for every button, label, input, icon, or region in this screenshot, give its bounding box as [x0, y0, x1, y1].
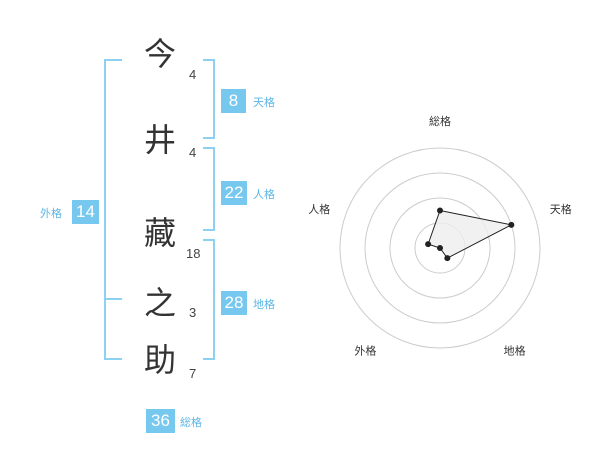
radar-point-3: [437, 245, 443, 251]
gaikaku-value-badge: 14: [72, 200, 99, 224]
tenkaku-label: 天格: [253, 96, 275, 109]
chikaku-bracket: [203, 239, 215, 360]
radar-point-1: [508, 221, 515, 228]
name-char-4: 之: [143, 284, 176, 322]
name-char-5: 助: [143, 341, 176, 379]
jinkaku-value-badge: 22: [221, 181, 247, 205]
radar-ring-3: [364, 172, 516, 324]
radar-ring-2: [389, 197, 491, 299]
jinkaku-label: 人格: [253, 188, 275, 201]
stroke-count-4: 3: [189, 305, 197, 320]
stroke-count-5: 7: [189, 366, 197, 381]
chikaku-value-badge: 28: [221, 291, 247, 315]
radar-point-2: [444, 255, 451, 262]
name-char-3: 藏: [143, 214, 176, 252]
gaikaku-bracket: [104, 59, 122, 360]
radar-axis-label-3: 外格: [354, 344, 376, 358]
radar-points: [425, 207, 515, 262]
radar-axis-label-2: 地格: [504, 344, 526, 358]
chikaku-label: 地格: [253, 298, 275, 311]
tenkaku-value-badge: 8: [221, 89, 246, 113]
soukaku-label: 総格: [180, 416, 202, 429]
radar-axis-label-1: 天格: [550, 202, 572, 216]
radar-point-0: [437, 207, 443, 214]
radar-point-4: [425, 241, 432, 248]
name-char-1: 今: [143, 35, 176, 73]
stroke-count-1: 4: [189, 67, 197, 82]
radar-axis-label-0: 総格: [429, 114, 451, 128]
radar-ring-4: [339, 147, 541, 349]
jinkaku-bracket: [203, 147, 215, 231]
stroke-count-2: 4: [189, 145, 197, 160]
gaikaku-bracket-tick: [104, 298, 122, 300]
stroke-count-3: 18: [186, 246, 201, 261]
radar-axis-label-4: 人格: [308, 202, 330, 216]
radar-rings: [339, 147, 541, 349]
radar-area: [427, 209, 513, 259]
name-char-2: 井: [143, 121, 176, 159]
soukaku-value-badge: 36: [146, 409, 175, 433]
tenkaku-bracket: [203, 59, 215, 139]
gaikaku-label: 外格: [40, 207, 62, 220]
